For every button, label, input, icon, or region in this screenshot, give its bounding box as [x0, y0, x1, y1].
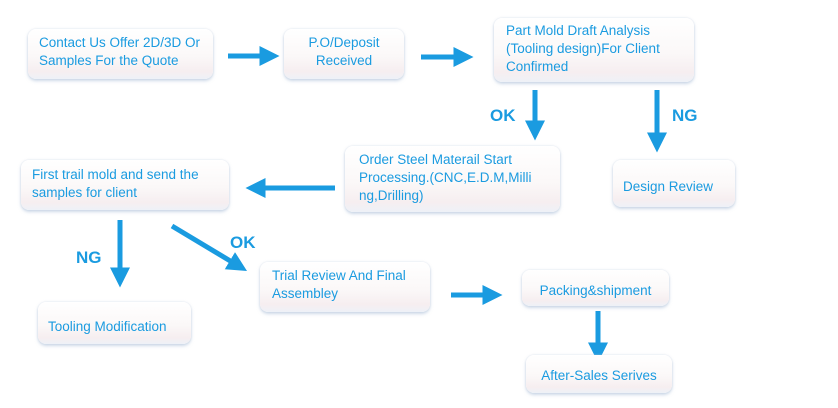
node-contact-text: Contact Us Offer 2D/3D Or Samples For th…: [39, 35, 201, 68]
node-design-review: Design Review: [613, 160, 735, 207]
node-trial-review: Trial Review And Final Assembley: [260, 262, 430, 312]
node-tooling-mod: Tooling Modification: [38, 302, 191, 344]
node-mold-draft-text: Part Mold Draft Analysis (Tooling design…: [506, 23, 660, 74]
node-tooling-mod-text: Tooling Modification: [48, 319, 167, 334]
arrow-first-trial-ok: [170, 223, 248, 272]
label-ng-trial: NG: [76, 248, 102, 267]
node-packing: Packing&shipment: [522, 270, 669, 306]
node-po-text: P.O/Deposit Received: [308, 35, 380, 68]
node-after-sales: After-Sales Serives: [526, 355, 672, 393]
node-first-trial-text: First trail mold and send the samples fo…: [32, 167, 199, 200]
node-order-steel: Order Steel Materail Start Processing.(C…: [345, 146, 560, 212]
node-after-sales-text: After-Sales Serives: [541, 368, 657, 383]
node-packing-text: Packing&shipment: [539, 283, 652, 298]
node-trial-review-text: Trial Review And Final Assembley: [272, 268, 406, 301]
node-po: P.O/Deposit Received: [284, 29, 404, 79]
node-design-review-text: Design Review: [623, 179, 714, 194]
node-mold-draft: Part Mold Draft Analysis (Tooling design…: [494, 18, 694, 82]
node-order-steel-text: Order Steel Materail Start Processing.(C…: [359, 152, 532, 203]
label-ok-draft: OK: [490, 106, 516, 125]
label-ok-trial: OK: [230, 233, 256, 252]
node-first-trial: First trail mold and send the samples fo…: [21, 160, 229, 210]
node-contact: Contact Us Offer 2D/3D Or Samples For th…: [28, 29, 213, 79]
label-ng-draft: NG: [672, 106, 698, 125]
